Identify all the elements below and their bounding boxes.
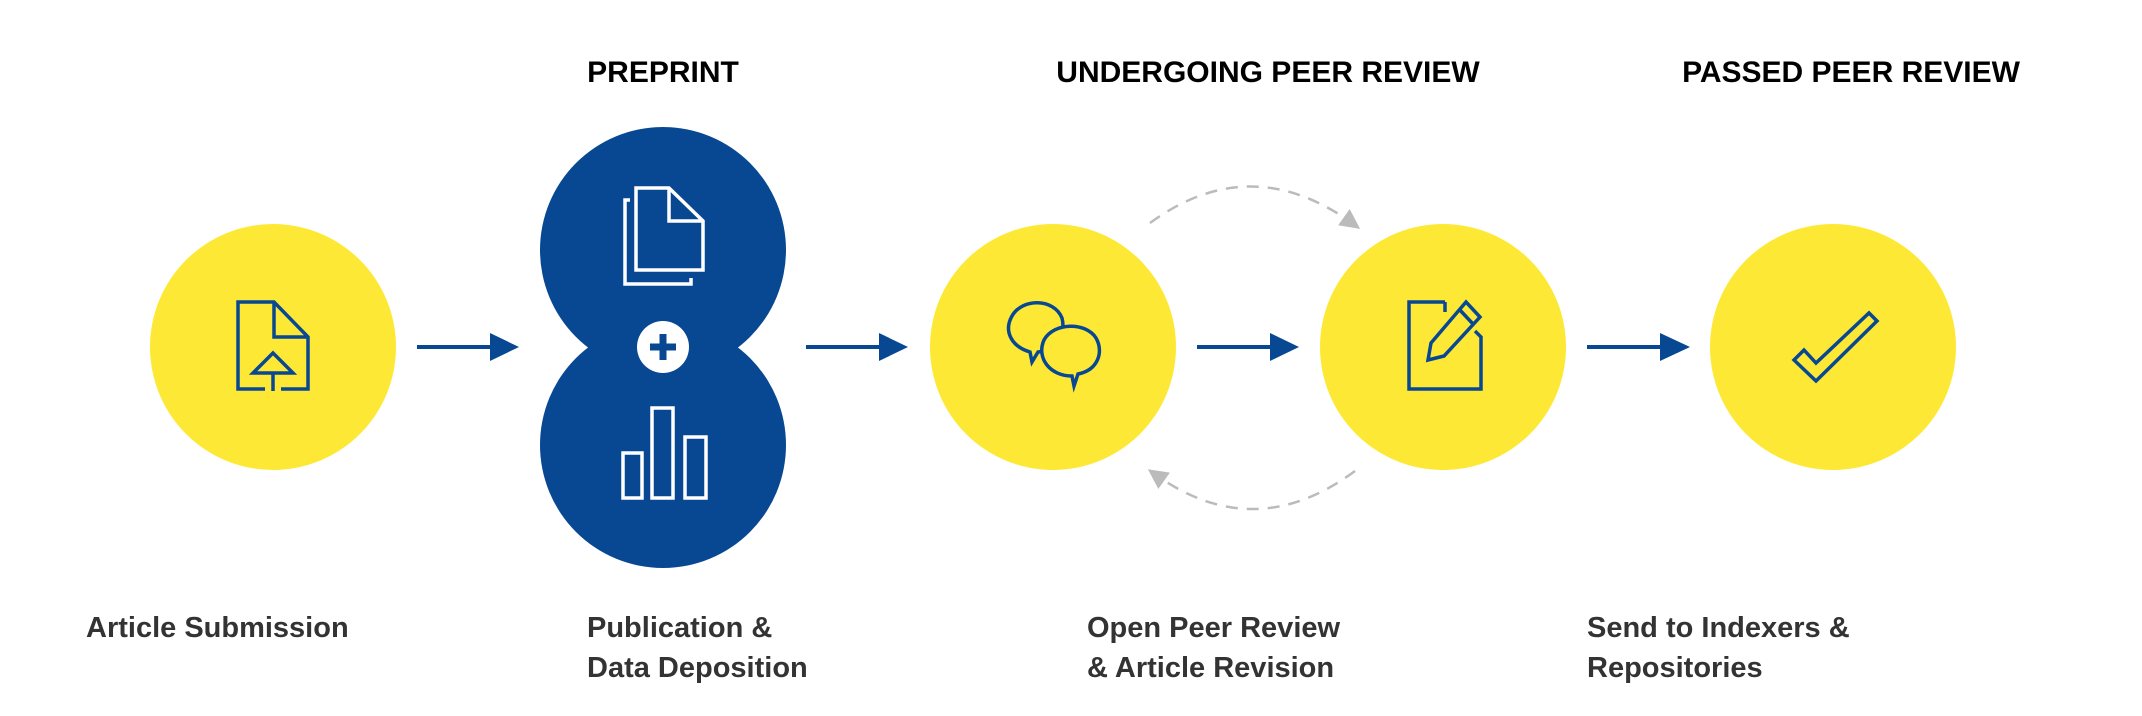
- documents-icon: [623, 186, 705, 286]
- flow-arrow: [1197, 333, 1299, 361]
- revision-loop-arrow-forward: [1149, 185, 1361, 229]
- step-label-publication: Publication & Data Deposition: [587, 612, 808, 684]
- flow-arrow: [417, 333, 519, 361]
- step-article-revision: [1320, 224, 1566, 470]
- stage-heading-passed-peer-review: PASSED PEER REVIEW: [1682, 56, 2021, 89]
- step-label-article-submission: Article Submission: [86, 612, 349, 644]
- document-upload-icon: [236, 300, 310, 391]
- flow-arrow: [806, 333, 908, 361]
- checkmark-icon: [1791, 310, 1880, 384]
- step-article-submission: [150, 224, 396, 470]
- step-label-send-to-indexers: Send to Indexers & Repositories: [1587, 612, 1858, 684]
- bar-chart-icon: [621, 406, 708, 500]
- plus-icon: [650, 334, 676, 360]
- preprint-circle: [540, 127, 786, 373]
- step-label-open-peer-review: Open Peer Review & Article Revision: [1087, 612, 1348, 684]
- step-send-to-indexers: [1710, 224, 1956, 470]
- step-open-peer-review: [930, 224, 1176, 470]
- stage-heading-preprint: PREPRINT: [587, 56, 739, 89]
- step-circle: [150, 224, 396, 470]
- step-publication-data-deposition: [540, 127, 786, 568]
- revision-loop-arrow-back: [1147, 469, 1356, 511]
- stage-heading-undergoing-peer-review: UNDERGOING PEER REVIEW: [1056, 56, 1480, 89]
- chat-bubbles-icon: [1006, 301, 1102, 393]
- step-circle: [1320, 224, 1566, 470]
- data-circle: [540, 322, 786, 568]
- flow-arrow: [1587, 333, 1690, 361]
- edit-document-icon: [1407, 299, 1483, 391]
